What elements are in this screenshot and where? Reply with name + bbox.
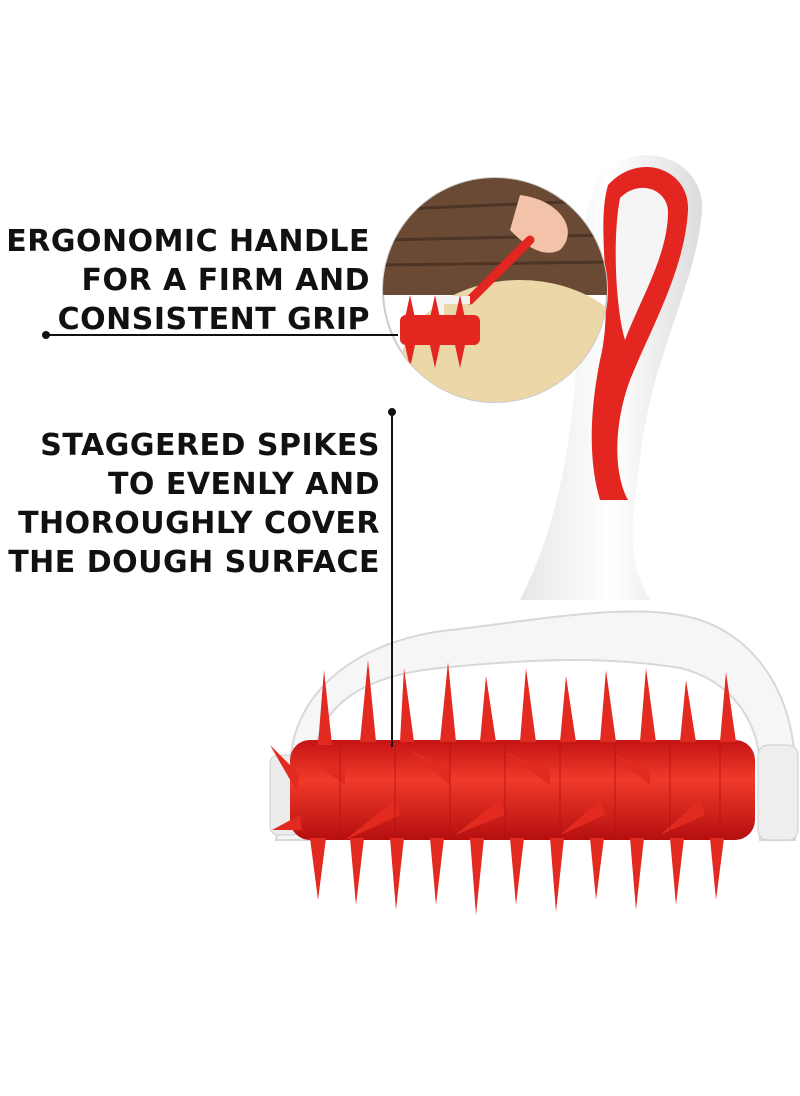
ergonomic-handle [520,155,703,600]
handle-pointer-line [46,334,398,336]
roller-frame [269,610,799,841]
handle-callout: ERGONOMIC HANDLE FOR A FIRM AND CONSISTE… [6,222,370,339]
roller-drum [290,740,755,840]
spikes-callout-line-2: TO EVENLY AND [107,467,380,502]
handle-callout-line-1: ERGONOMIC HANDLE [6,224,370,259]
usage-photo-inset [382,177,608,403]
spikes-callout: STAGGERED SPIKES TO EVENLY AND THOROUGHL… [8,426,380,582]
spikes-callout-line-3: THOROUGHLY COVER [18,506,380,541]
handle-pointer-dot [42,331,50,339]
handle-callout-line-2: FOR A FIRM AND [81,263,370,298]
spikes-pointer-dot [388,408,396,416]
spikes [270,660,736,915]
handle-callout-line-3: CONSISTENT GRIP [57,302,370,337]
spikes-callout-line-4: THE DOUGH SURFACE [8,545,380,580]
spikes-callout-line-1: STAGGERED SPIKES [40,428,380,463]
spikes-pointer-line [391,412,393,747]
